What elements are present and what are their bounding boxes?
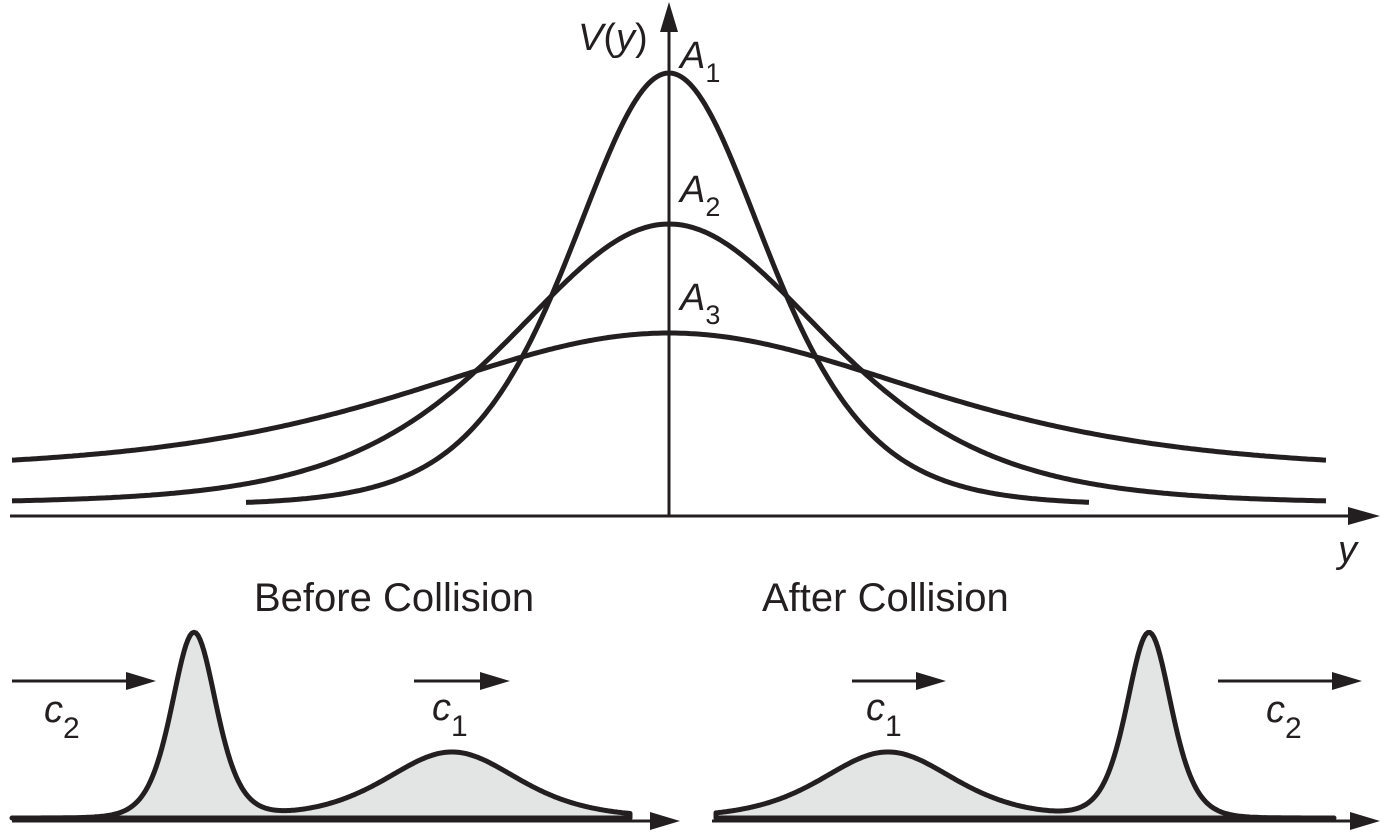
x-axis-label: y: [1335, 529, 1359, 571]
before-c1-letter: c: [432, 687, 451, 729]
before-c2-label: c2: [44, 689, 80, 745]
curve-label-a1-subscript: 1: [705, 58, 720, 88]
curve-label-a2-letter: A: [678, 169, 705, 211]
after-c2-label: c2: [1266, 689, 1302, 745]
curve-label-a2: A2: [678, 169, 720, 222]
before-c2-letter: c: [44, 689, 63, 731]
after-baseline-arrowhead: [1350, 812, 1380, 830]
after-c1-subscript: 1: [885, 710, 902, 743]
y-axis-arrowhead: [660, 2, 678, 32]
before-c1-subscript: 1: [451, 710, 468, 743]
after-collision-panel: After Collision c1 c2: [712, 576, 1380, 830]
after-c1-arrowhead: [916, 672, 946, 690]
curve-label-a2-subscript: 2: [705, 192, 720, 222]
y-axis-label: V(y): [578, 17, 648, 59]
curve-label-a3: A3: [678, 277, 720, 330]
top-panel: V(y) y A1 A2 A3: [10, 2, 1380, 571]
before-baseline-arrowhead: [650, 812, 680, 830]
after-collision-pulse: [713, 630, 1337, 821]
after-c2-subscript: 2: [1285, 712, 1302, 745]
before-c2-arrowhead: [126, 672, 156, 690]
before-collision-pulse: [9, 629, 633, 821]
before-collision-title: Before Collision: [254, 576, 534, 620]
after-collision-title: After Collision: [762, 576, 1009, 620]
curve-label-a3-letter: A: [678, 277, 705, 319]
after-c2-letter: c: [1266, 689, 1285, 731]
curve-label-a3-subscript: 3: [705, 300, 720, 330]
curve-label-a1: A1: [678, 35, 720, 88]
before-c1-arrowhead: [480, 672, 510, 690]
after-c1-label: c1: [866, 687, 902, 743]
curve-label-a1-letter: A: [678, 35, 705, 77]
before-collision-panel: Before Collision c2 c1: [9, 576, 680, 830]
x-axis-arrowhead: [1348, 507, 1380, 525]
before-c1-label: c1: [432, 687, 468, 743]
after-c1-letter: c: [866, 687, 885, 729]
before-c2-subscript: 2: [63, 712, 80, 745]
after-c2-arrowhead: [1332, 672, 1362, 690]
